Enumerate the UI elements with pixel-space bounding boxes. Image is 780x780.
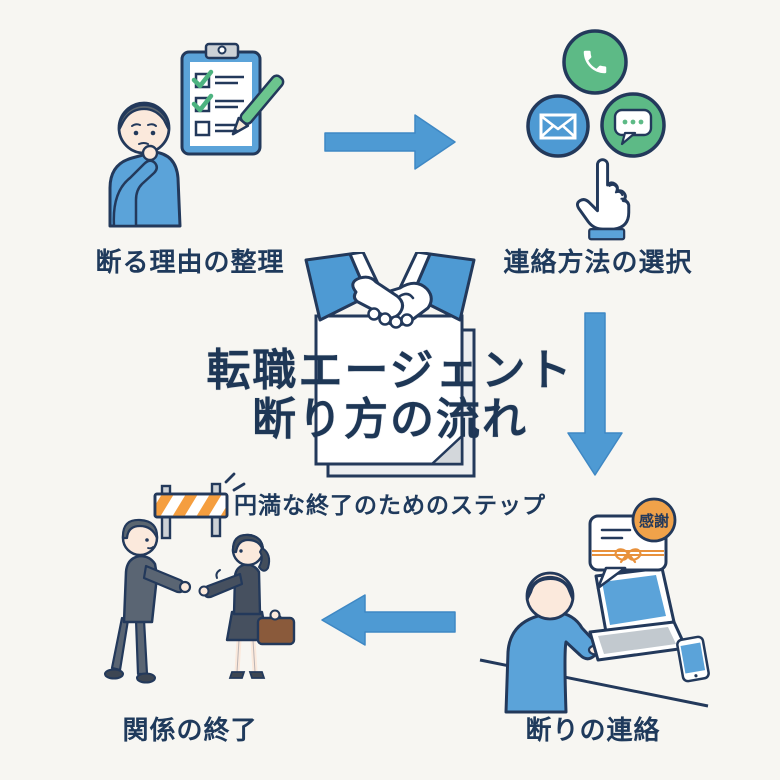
flow-arrow-down-icon [567, 312, 623, 476]
subtitle: 円満な終了のためのステップ [234, 493, 546, 519]
departing-woman-icon [198, 533, 296, 679]
title-line-2: 断り方の流れ [252, 394, 528, 446]
pen-icon [231, 74, 285, 136]
thinking-person-with-checklist-icon [108, 42, 285, 228]
ribbon-bow-icon [614, 548, 642, 564]
green-checkmark-icon [191, 69, 214, 113]
gratitude-badge: 感謝 [631, 497, 677, 543]
ponytail [258, 547, 271, 572]
gratitude-badge-label: 感謝 [639, 512, 669, 530]
typing-person-icon [504, 571, 623, 714]
title-line-1: 転職エージェント [206, 345, 574, 396]
smartphone-icon [676, 635, 710, 683]
mail-icon [526, 94, 590, 158]
pointing-hand-icon [575, 158, 631, 241]
phone-mail-chat-selection-icon [526, 29, 666, 241]
document-icon [314, 314, 476, 478]
phone-icon [562, 29, 628, 95]
typing-laptop-gratitude-icon: 感謝 [479, 497, 710, 714]
laptop-icon [588, 566, 688, 662]
step2-label: 連絡方法の選択 [503, 248, 693, 278]
sparkle-icon [224, 472, 246, 492]
step4-label: 関係の終了 [122, 716, 258, 746]
thinking-person-icon [108, 101, 182, 228]
title: 転職エージェント 断り方の流れ [0, 346, 780, 445]
departing-man-icon [104, 518, 192, 684]
briefcase-icon [256, 609, 296, 646]
handshake-over-document-icon [304, 252, 476, 478]
flow-arrow-left-icon [321, 594, 456, 646]
step3-label: 断りの連絡 [525, 716, 661, 746]
handshake-icon [304, 252, 476, 329]
step1-label: 断る理由の整理 [95, 248, 285, 278]
farewell-people-barrier-icon [104, 472, 296, 684]
checklist-clipboard-icon [180, 42, 262, 156]
barricade-icon [153, 472, 246, 540]
flow-arrow-right-icon [324, 114, 456, 170]
chat-icon [600, 92, 666, 158]
